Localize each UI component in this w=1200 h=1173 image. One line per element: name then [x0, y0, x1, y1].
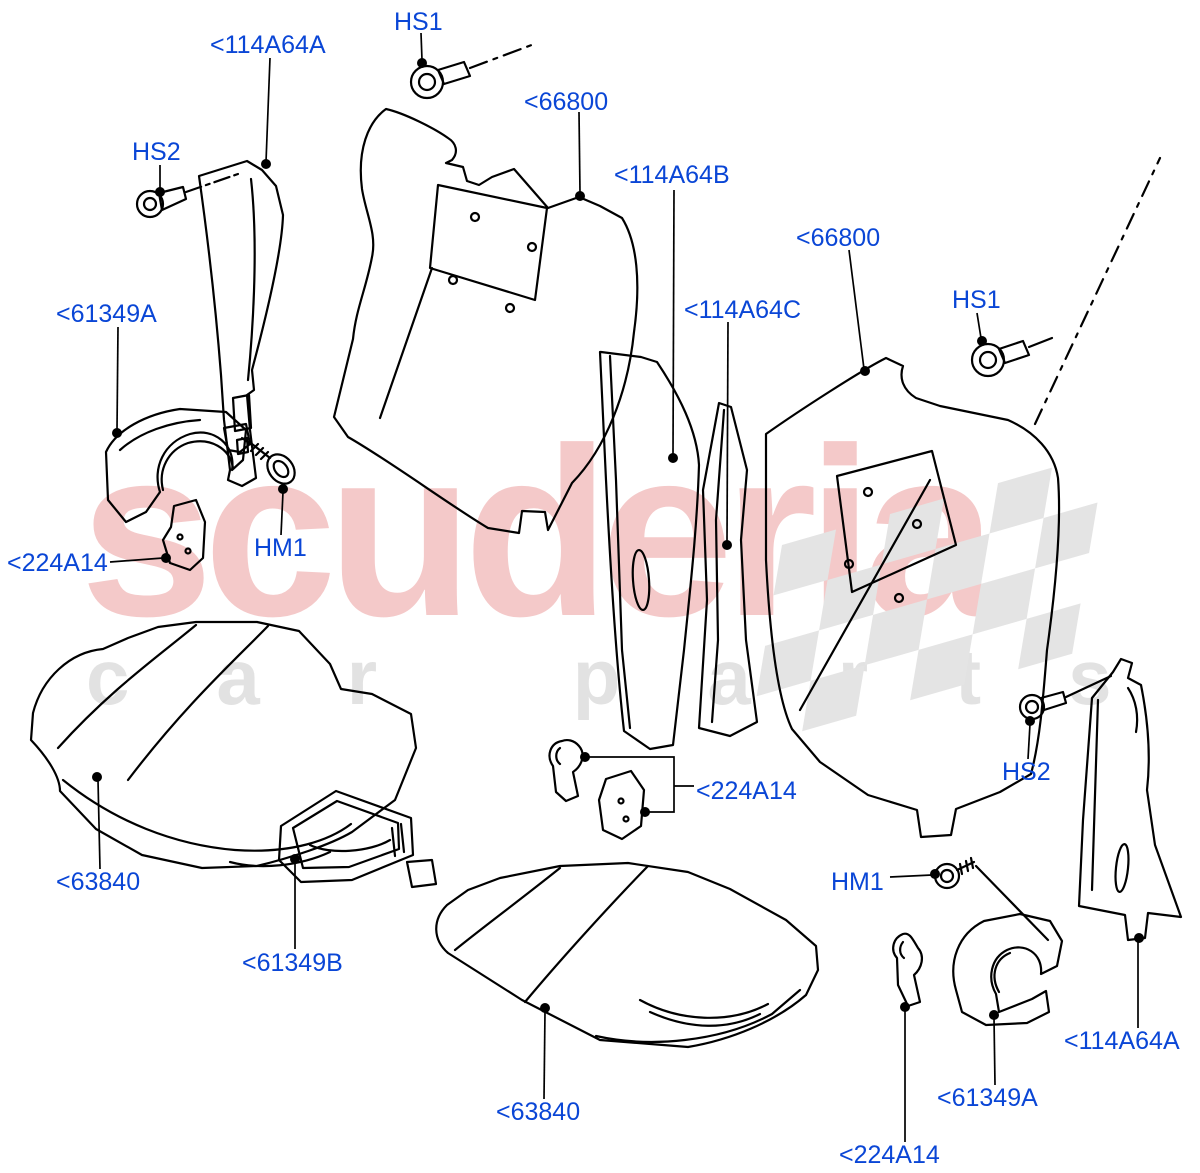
part-label-114a64a-top[interactable]: <114A64A — [210, 31, 326, 59]
bracket-right-hook-part — [892, 932, 924, 1008]
bracket-left-part — [161, 498, 207, 572]
seat-back-right-part — [764, 356, 1061, 839]
bracket-center-hook-part — [548, 738, 584, 803]
pillar-trim-lower-right-part — [1077, 657, 1183, 942]
cushion-center-part — [435, 861, 820, 1049]
seat-back-left-part — [222, 107, 639, 535]
part-label-hm1-right[interactable]: HM1 — [831, 868, 884, 896]
hs1-bolt-top — [409, 41, 539, 100]
part-label-224a14-center[interactable]: <224A14 — [696, 777, 797, 805]
part-label-61349a-left[interactable]: <61349A — [56, 300, 157, 328]
part-label-63840-left[interactable]: <63840 — [56, 868, 141, 896]
bracket-center-plate-part — [597, 769, 646, 841]
hm1-screw-right — [933, 856, 1050, 942]
part-label-114a64a-bottom[interactable]: <114A64A — [1064, 1027, 1180, 1055]
part-label-hs1-right[interactable]: HS1 — [952, 286, 1001, 314]
part-label-63840-center[interactable]: <63840 — [496, 1098, 581, 1126]
part-label-114a64b[interactable]: <114A64B — [614, 161, 730, 189]
part-label-224a14-left[interactable]: <224A14 — [7, 549, 108, 577]
hm1-screw-left — [240, 436, 296, 485]
part-label-66800-right[interactable]: <66800 — [796, 224, 881, 252]
part-label-hm1-left[interactable]: HM1 — [254, 534, 307, 562]
cushion-left-part — [29, 620, 418, 870]
arch-trim-left-part — [104, 407, 248, 524]
part-label-224a14-right[interactable]: <224A14 — [839, 1141, 940, 1169]
mid-trim-strip-part — [697, 401, 759, 738]
part-label-hs2-left[interactable]: HS2 — [132, 138, 181, 166]
part-label-hs2-right[interactable]: HS2 — [1002, 758, 1051, 786]
part-label-114a64c[interactable]: <114A64C — [684, 296, 801, 324]
arch-trim-right-part — [952, 912, 1064, 1027]
pillar-trim-upper-left-part — [197, 159, 285, 488]
mid-trim-panel-part — [598, 350, 701, 751]
leader-lines — [97, 32, 1139, 1142]
leader-dots — [92, 58, 1144, 1020]
hs1-bolt-right — [970, 156, 1162, 426]
part-label-66800-left[interactable]: <66800 — [524, 88, 609, 116]
line-art — [29, 41, 1183, 1049]
part-label-61349a-right[interactable]: <61349A — [937, 1084, 1038, 1112]
part-label-hs1-top[interactable]: HS1 — [394, 8, 443, 36]
hs2-bolt-left — [135, 172, 240, 219]
tray-center-part — [277, 789, 438, 889]
part-label-61349b[interactable]: <61349B — [242, 949, 343, 977]
